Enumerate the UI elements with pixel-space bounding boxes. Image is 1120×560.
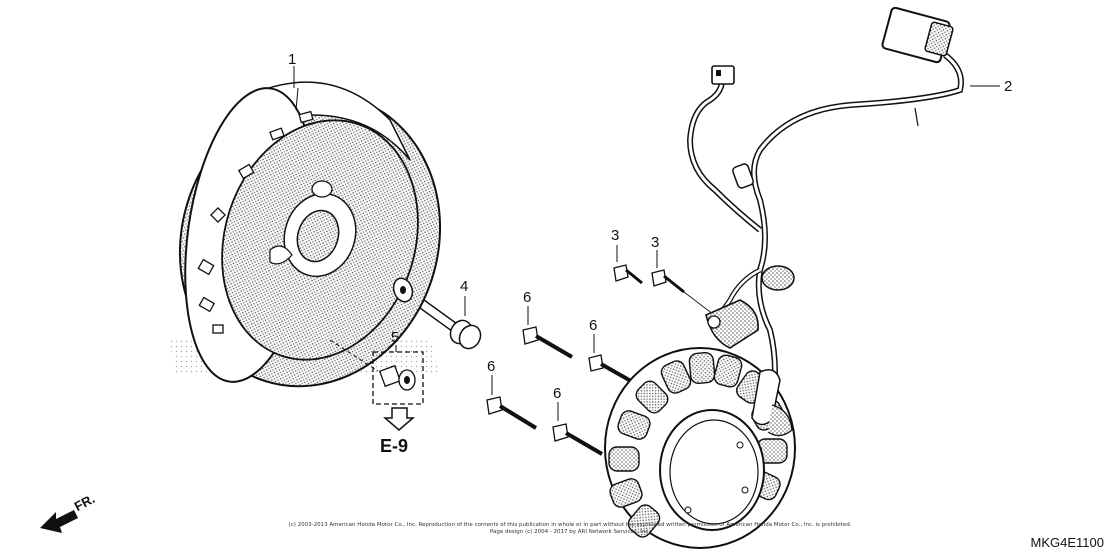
copyright-line: (c) 2003-2013 American Honda Motor Co., … (288, 522, 852, 528)
callout-3a[interactable]: 3 (611, 227, 620, 244)
callout-1[interactable]: 1 (288, 51, 297, 68)
harness-grommet (732, 163, 795, 291)
callout-2[interactable]: 2 (1004, 78, 1013, 95)
bolt-6d (552, 402, 604, 456)
copyright-notice: (c) 2003-2013 American Honda Motor Co., … (260, 522, 880, 536)
bolt-6a (522, 306, 574, 359)
bolt-6c (486, 375, 538, 430)
callout-6c[interactable]: 6 (487, 358, 496, 375)
front-direction-arrow (40, 510, 78, 533)
bolt-6b (588, 334, 639, 387)
harness-bracket (751, 369, 793, 437)
diagram-code: MKG4E1100 (1030, 535, 1104, 550)
bolt-3a (613, 245, 643, 285)
callout-4[interactable]: 4 (460, 278, 469, 295)
harness-clamp (705, 299, 759, 349)
callout-5[interactable]: 5 (391, 329, 400, 346)
page-design-line: Page design (c) 2004 - 2017 by ARI Netwo… (489, 529, 651, 535)
callout-6a[interactable]: 6 (523, 289, 532, 306)
callout-3b[interactable]: 3 (651, 234, 660, 251)
hidden-bolt-box (329, 339, 424, 405)
stator (604, 347, 796, 549)
section-reference-link[interactable]: E-9 (380, 436, 409, 456)
flange-bolt (419, 296, 482, 350)
washer (392, 277, 414, 303)
reference-arrow (382, 407, 416, 431)
callout-6b[interactable]: 6 (589, 317, 598, 334)
bolt-3b (651, 250, 719, 319)
callout-6d[interactable]: 6 (553, 385, 562, 402)
harness-connector-small (711, 65, 735, 85)
flywheel-rotor (178, 81, 442, 388)
harness-connector-large (881, 6, 954, 64)
